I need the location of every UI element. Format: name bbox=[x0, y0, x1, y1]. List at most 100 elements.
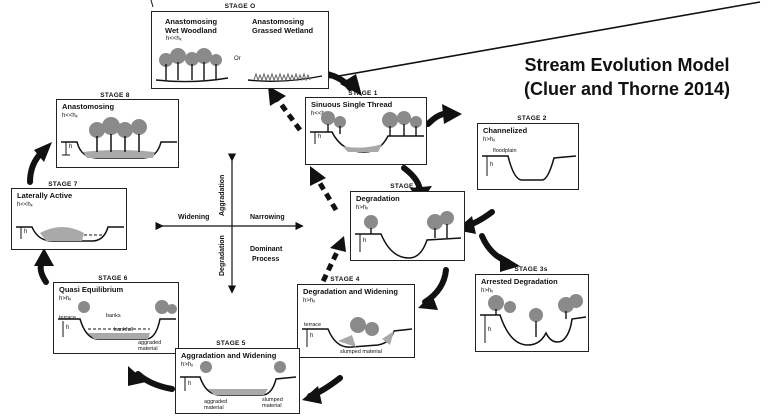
dashed-arrow-4-to-3 bbox=[315, 248, 341, 294]
stage-4-terrace-note: terrace bbox=[304, 322, 322, 328]
arrowhead-3-to-3s bbox=[500, 254, 520, 272]
stage-0-left-title-2: Wet Woodland bbox=[165, 25, 217, 35]
stage-5-label: STAGE 5 bbox=[216, 340, 246, 347]
stage-3s-sub: h>hₓ bbox=[481, 288, 494, 294]
stage-2-box: Channelized h>hₓ floodplain h bbox=[477, 123, 579, 190]
stage-1-sub: h<<hₓ bbox=[311, 111, 327, 117]
stage-0-left-sub: h<<hₓ bbox=[166, 36, 182, 42]
arrow-5-to-6 bbox=[135, 371, 175, 392]
stage-2-floodplain-note: floodplain bbox=[493, 148, 517, 154]
stage-6-title: Quasi Equilibrium bbox=[59, 285, 124, 294]
stage-3-label: STAGE 3 bbox=[390, 183, 420, 190]
stage-0-left-title-1: Anastomosing bbox=[165, 17, 218, 26]
axis-label-dominant: Dominant bbox=[250, 246, 283, 253]
stage-7-sub: h<<hₓ bbox=[17, 202, 33, 208]
axis-label-narrowing: Narrowing bbox=[250, 214, 285, 221]
stage-4-h: h bbox=[310, 333, 314, 339]
arrowhead-7-to-8 bbox=[34, 142, 52, 162]
arrowhead-5-to-6 bbox=[128, 366, 146, 386]
diagram-title: Stream Evolution Model (Cluer and Thorne… bbox=[487, 53, 767, 101]
stage-7-title: Laterally Active bbox=[17, 191, 73, 200]
stage-2-label: STAGE 2 bbox=[517, 115, 547, 122]
stage-2-sub: h>hₓ bbox=[483, 137, 496, 143]
stage-6-illustration bbox=[58, 300, 177, 340]
stage-6-aggraded-note: aggraded material bbox=[138, 340, 162, 352]
stage-5-sub: h>hₓ bbox=[181, 362, 194, 368]
stage-3s-illustration bbox=[480, 294, 587, 346]
stage-3-sub: h>hₓ bbox=[356, 205, 369, 211]
stage-0-label: STAGE O bbox=[224, 3, 256, 10]
stage-4-title: Degradation and Widening bbox=[303, 287, 398, 296]
stage-3s-title: Arrested Degradation bbox=[481, 277, 558, 286]
stage-7-illustration bbox=[16, 226, 124, 242]
stage-8-title: Anastomosing bbox=[62, 102, 115, 111]
stage-2-illustration bbox=[482, 155, 577, 181]
stage-0-right-title-2: Grassed Wetland bbox=[252, 25, 314, 35]
stage-6-h: h bbox=[66, 325, 70, 331]
axis-label-process: Process bbox=[252, 256, 280, 263]
stage-5-aggraded-note: aggraded material bbox=[204, 399, 228, 411]
pointer-line bbox=[315, 1, 761, 81]
stage-6-box: Quasi Equilibrium h>hₓ terrace banks ban… bbox=[53, 282, 179, 354]
stage-8-sub: h<<hₓ bbox=[62, 113, 78, 119]
stage-4-label: STAGE 4 bbox=[330, 276, 360, 283]
stage-3s-label: STAGE 3s bbox=[514, 266, 548, 273]
arrow-3-to-4 bbox=[422, 267, 449, 305]
stage-5-h: h bbox=[188, 381, 192, 387]
stage-4-slumped-note: slumped material bbox=[340, 349, 382, 355]
axis-label-degradation: Degradation bbox=[219, 235, 226, 276]
stage-6-bankfull-note: bankfull bbox=[114, 327, 133, 333]
dashed-arrowhead-3-to-1 bbox=[310, 166, 326, 186]
stage-5-title: Aggradation and Widening bbox=[181, 351, 277, 360]
stage-1-h: h bbox=[318, 134, 322, 140]
stage-2-h: h bbox=[490, 162, 494, 168]
stage-3s-h: h bbox=[488, 327, 492, 333]
stage-3-illustration bbox=[355, 211, 462, 259]
stage-6-label: STAGE 6 bbox=[98, 275, 128, 282]
stage-4-illustration bbox=[302, 317, 413, 348]
dashed-arrowhead-1-to-0 bbox=[268, 86, 286, 106]
stage-5-box: Aggradation and Widening h>hₓ aggraded m… bbox=[175, 348, 300, 414]
stage-8-illustration bbox=[61, 117, 177, 159]
stage-3s-box: Arrested Degradation h>hₓ h bbox=[475, 274, 589, 352]
stage-7-box: Laterally Active h<<hₓ h bbox=[11, 188, 127, 250]
dashed-arrow-1-to-0 bbox=[275, 98, 303, 132]
stage-5-slumped-note: slumped material bbox=[262, 397, 283, 409]
stage-5-illustration bbox=[180, 361, 297, 396]
stage-0-or: Or bbox=[234, 56, 241, 62]
arrowhead-4-to-5 bbox=[302, 386, 322, 404]
stage-4-box: Degradation and Widening h>hₓ terrace sl… bbox=[297, 284, 415, 358]
pointer-line-top bbox=[150, 0, 154, 8]
arrowhead-6-to-7 bbox=[34, 248, 54, 266]
stage-3-box: Degradation h>hₓ h bbox=[350, 191, 465, 261]
stage-6-banks-note: banks bbox=[106, 313, 121, 319]
dashed-arrow-3-to-1 bbox=[315, 178, 339, 212]
stage-1-label: STAGE 1 bbox=[348, 90, 378, 97]
arrowhead-0-to-1 bbox=[340, 74, 362, 96]
stage-3-title: Degradation bbox=[356, 194, 400, 203]
arrowhead-3-to-4 bbox=[418, 294, 438, 310]
stage-7-h: h bbox=[24, 229, 28, 235]
stage-0-left-title: Anastomosing Wet Woodland bbox=[165, 17, 218, 35]
stage-0-box: Anastomosing Wet Woodland h<<hₓ Anastomo… bbox=[151, 11, 329, 89]
title-line-1: Stream Evolution Model bbox=[524, 55, 730, 75]
stage-8-label: STAGE 8 bbox=[100, 92, 130, 99]
stage-0-right-title-1: Anastomosing bbox=[252, 17, 305, 26]
stage-2-title: Channelized bbox=[483, 126, 528, 135]
arrowhead-1-to-2 bbox=[442, 104, 462, 124]
stage-1-illustration bbox=[310, 111, 424, 153]
stage-0-right-title: Anastomosing Grassed Wetland bbox=[252, 17, 314, 35]
stage-8-box: Anastomosing h<<hₓ h bbox=[56, 99, 179, 168]
axis-label-aggradation: Aggradation bbox=[219, 174, 226, 216]
stage-7-label: STAGE 7 bbox=[48, 181, 78, 188]
stage-8-h: h bbox=[69, 144, 73, 150]
axis-label-widening: Widening bbox=[178, 214, 210, 221]
stage-6-sub: h>hₓ bbox=[59, 296, 72, 302]
stage-4-sub: h>hₓ bbox=[303, 298, 316, 304]
stage-0-illustration bbox=[155, 48, 323, 83]
dashed-arrowhead-4-to-3 bbox=[330, 236, 346, 252]
stage-6-terrace-note: terrace bbox=[59, 315, 77, 321]
stage-3-h: h bbox=[363, 238, 367, 244]
title-line-2: (Cluer and Thorne 2014) bbox=[523, 79, 731, 99]
